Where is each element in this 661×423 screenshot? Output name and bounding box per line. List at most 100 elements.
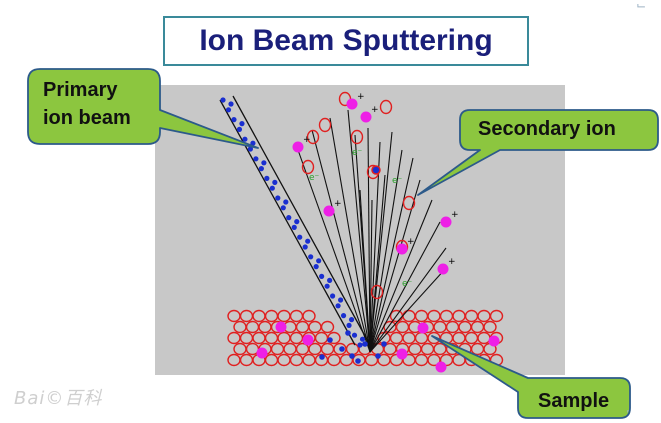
electron-label: e⁻ [352, 148, 363, 158]
sputter-trajectory [369, 267, 447, 353]
electron-label: e⁻ [392, 176, 403, 186]
sample-atom [314, 331, 329, 345]
primary-ion [313, 264, 319, 270]
sample-lattice [227, 309, 504, 373]
implanted-ion [435, 361, 447, 373]
impact-ion [381, 341, 387, 347]
primary-ion [258, 166, 264, 172]
sample-atom [308, 342, 322, 356]
sample-atom [320, 320, 335, 334]
sample-atom [477, 309, 491, 323]
sample-atom [295, 320, 310, 334]
primary-ion [359, 336, 366, 342]
sample-atom [483, 320, 497, 334]
sample-atom [302, 309, 316, 323]
primary-ion [250, 140, 256, 146]
primary-ion [297, 234, 303, 240]
sputter-trajectory [297, 149, 371, 353]
sample-atom [458, 320, 472, 334]
sample-atom [245, 320, 260, 334]
primary-ion [346, 322, 352, 328]
electron-label: e⁻ [309, 173, 320, 183]
sample-atom [433, 320, 447, 334]
primary-ion [269, 185, 275, 191]
sputter-trajectory [369, 199, 433, 353]
impact-ion [339, 346, 345, 352]
secondary-ion [371, 165, 381, 175]
secondary-ion [346, 98, 358, 110]
implanted-ion [488, 335, 500, 347]
electron-label: e⁻ [402, 279, 413, 289]
sample-atom [345, 342, 360, 356]
primary-ion [294, 219, 300, 225]
sputtered-atom [301, 159, 315, 175]
sample-atom [477, 331, 491, 345]
primary-ion-beam-callout [27, 68, 259, 149]
sample-atom [320, 342, 335, 356]
ion-charge-label: + [448, 257, 456, 267]
sample-atom [327, 353, 341, 367]
sample-atom [227, 331, 241, 345]
primary-ion [305, 238, 311, 244]
sputtered-atom [306, 129, 320, 145]
impact-ion [355, 358, 361, 364]
sputter-trajectory [347, 109, 371, 353]
sample-atom [395, 320, 410, 334]
sample-atom [427, 309, 441, 323]
primary-ion [280, 205, 286, 211]
primary-ion [357, 342, 363, 348]
sputter-trajectory [369, 141, 381, 353]
implanted-ion [417, 322, 429, 334]
sample-atom [414, 353, 429, 367]
ion-charge-label: + [303, 135, 311, 145]
primary-ion [261, 160, 267, 166]
implanted-ion [396, 348, 408, 360]
secondary-ion-callout [417, 109, 659, 196]
primary-ion [283, 199, 289, 205]
sample-atom [227, 353, 241, 367]
secondary-ion [437, 263, 449, 275]
primary-ion [225, 107, 232, 113]
sample-atom [233, 320, 247, 334]
sample-callout [431, 335, 631, 419]
sputter-trajectory [369, 199, 373, 353]
ion-charge-label: + [334, 199, 342, 209]
sample-atom [227, 309, 241, 323]
sample-atom [433, 342, 447, 356]
primary-ion [264, 175, 270, 181]
primary-ion [247, 146, 253, 152]
sample-atom [239, 331, 254, 345]
ion-charge-label: + [407, 237, 415, 247]
primary-ion [239, 121, 245, 127]
sample-atom [277, 331, 291, 345]
ion-charge-label: + [371, 105, 379, 115]
impact-ion [319, 354, 325, 360]
sputter-trajectory [369, 131, 393, 353]
sputter-trajectory [367, 127, 371, 353]
primary-ion [253, 156, 259, 162]
sample-atom [439, 309, 454, 323]
impact-ion [375, 353, 381, 359]
sputter-trajectory [369, 149, 403, 353]
implanted-ion [256, 347, 268, 359]
corner-mark-bottom: ’ [626, 408, 630, 421]
ion-charge-label: + [357, 92, 365, 102]
beam-edge [232, 95, 371, 346]
beam-edge [219, 99, 356, 346]
sample-atom [470, 320, 485, 334]
primary-ion [275, 195, 281, 201]
corner-mark-top: ⌙ [636, 0, 647, 12]
sample-atom [302, 353, 316, 367]
primary-ion [335, 303, 341, 309]
sample-atom [258, 320, 272, 334]
sputter-trajectory [329, 117, 371, 353]
sputter-trajectory [369, 221, 441, 353]
title-box: Ion Beam Sputtering [163, 16, 529, 66]
sample-atom [277, 353, 291, 367]
primary-ion [308, 254, 314, 260]
sample-atom [233, 342, 247, 356]
sample-atom [420, 342, 435, 356]
primary-ion-beam-callout-text: ion beam [43, 107, 131, 129]
